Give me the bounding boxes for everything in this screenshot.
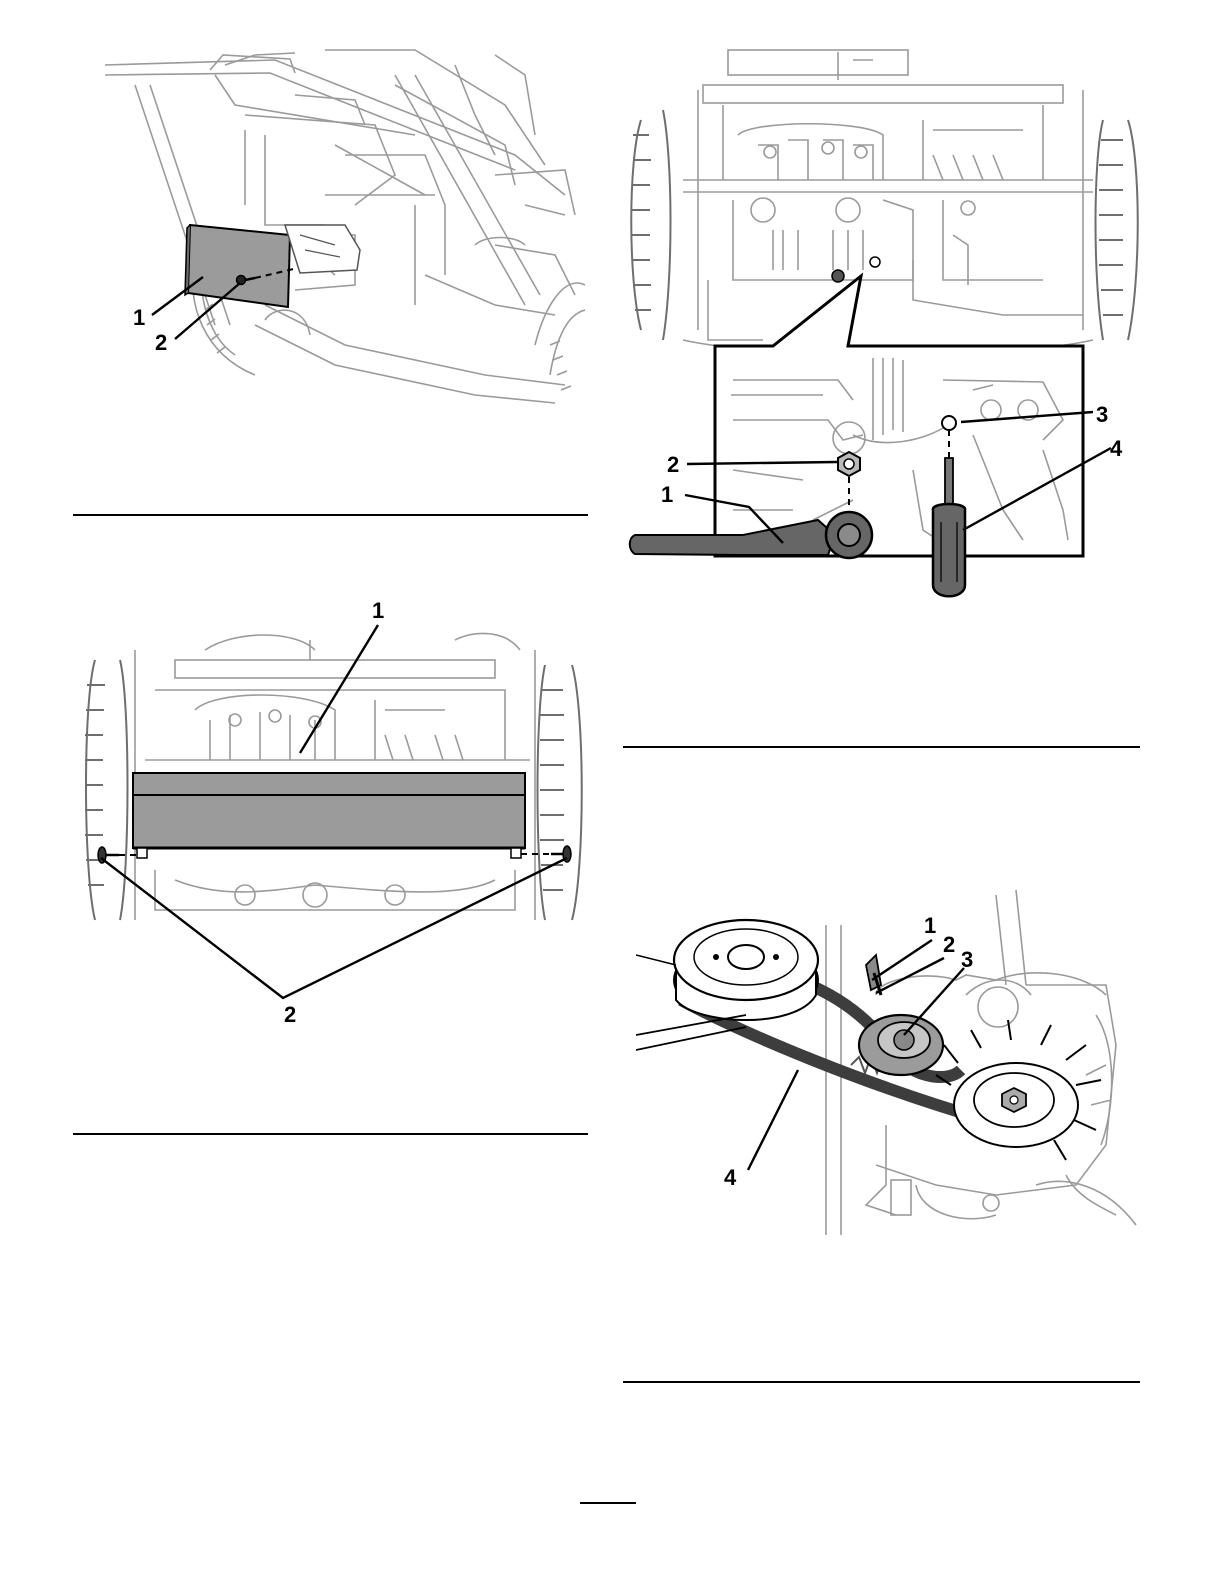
- figure-cover-removal: 1 2: [95, 45, 585, 405]
- separator-rule: [73, 514, 588, 516]
- callout-2: 2: [284, 1002, 296, 1027]
- callout-3: 3: [1096, 402, 1108, 427]
- callout-2: 2: [943, 932, 955, 957]
- callout-4: 4: [1110, 436, 1123, 461]
- screw-icon: [98, 847, 119, 863]
- figure-belt-routing: 1 2 3 4: [636, 885, 1141, 1245]
- separator-rule: [623, 1381, 1140, 1383]
- fan-pulley: [936, 1020, 1101, 1160]
- figure-shield-removal: 1 2: [75, 590, 590, 1030]
- callout-1: 1: [924, 913, 936, 938]
- separator-rule: [73, 1133, 588, 1135]
- callout-1: 1: [133, 305, 145, 330]
- idler-pulley: [859, 1015, 943, 1075]
- left-tire-illustration: [631, 110, 670, 340]
- page-number-rule: [580, 1502, 636, 1504]
- callout-3: 3: [961, 947, 973, 972]
- cover-panel: [188, 225, 290, 307]
- right-tire-illustration: [1096, 120, 1138, 340]
- figure-adjustment-tools: 1 2 3 4: [623, 40, 1143, 605]
- callout-2: 2: [155, 330, 167, 355]
- callout-2: 2: [667, 452, 679, 477]
- callout-1: 1: [661, 482, 673, 507]
- separator-rule: [623, 746, 1140, 748]
- callout-4: 4: [724, 1165, 737, 1190]
- shield-panel: [133, 773, 525, 848]
- screw-icon: [551, 846, 571, 862]
- drive-pulley: [674, 920, 818, 1020]
- machine-body-illustration: [683, 50, 1093, 355]
- callout-1: 1: [372, 598, 384, 623]
